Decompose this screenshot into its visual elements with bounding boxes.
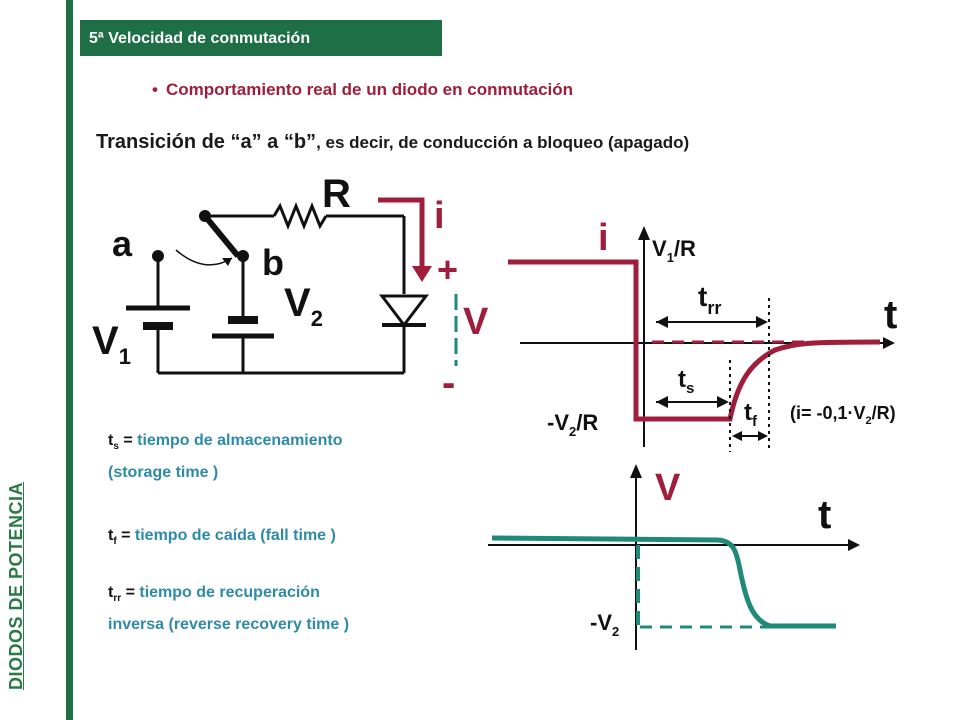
current-trace	[508, 259, 881, 422]
switch-arrowhead-icon	[222, 258, 232, 266]
definition-ts: ts = tiempo de almacenamiento (storage t…	[108, 432, 343, 482]
definition-tf-symbol: tf	[108, 527, 117, 548]
bullet-dot-icon: •	[152, 80, 158, 99]
voltage-plot-y-arrow-icon	[630, 464, 642, 478]
circuit-schematic	[126, 201, 430, 375]
tf-arrowhead-left-icon	[732, 431, 742, 441]
lower-level-label: -V2/R	[547, 410, 598, 439]
definition-trr-text: tiempo de recuperación	[139, 584, 320, 601]
trr-label: trr	[698, 281, 721, 318]
diode-triangle	[378, 294, 430, 328]
node-b-dot	[237, 250, 249, 262]
ts-arrowhead-left-icon	[656, 396, 668, 408]
definition-trr: trr = tiempo de recuperación inversa (re…	[108, 584, 350, 634]
trr-arrowhead-left-icon	[656, 316, 668, 328]
trr-arrowhead-right-icon	[756, 316, 768, 328]
switch-blade	[202, 214, 241, 258]
node-a-dot	[152, 250, 164, 262]
ts-arrowhead-right-icon	[717, 396, 729, 408]
tf-label: tf	[744, 399, 758, 430]
v2-label: V2	[284, 281, 323, 331]
switch-arrow-icon	[175, 249, 233, 266]
left-accent-bar	[66, 0, 73, 720]
voltage-plot-x-label: t	[818, 493, 831, 537]
current-plot-y-arrow-icon	[638, 226, 650, 240]
definition-ts-text-2: (storage time )	[108, 464, 219, 482]
voltage-label: V	[463, 301, 489, 343]
current-plot-x-label: t	[884, 293, 897, 337]
resistor-zigzag	[272, 201, 328, 231]
voltage-plot: V t -V2	[488, 464, 860, 650]
definition-ts-text: tiempo de almacenamiento	[137, 432, 343, 449]
v1-label: V1	[92, 319, 131, 369]
definition-trr-text-2: inversa (reverse recovery time )	[108, 616, 350, 634]
recovery-note: (i= -0,1·V2/R)	[790, 403, 896, 427]
current-plot-x-arrow-icon	[883, 337, 895, 349]
voltage-trace	[491, 535, 836, 629]
current-plot: i t V1/R -V2/R trr ts tf (i= -0,1·V2/R)	[508, 217, 897, 452]
tf-arrowhead-right-icon	[758, 431, 768, 441]
definition-trr-symbol: trr	[108, 584, 122, 605]
current-label: i	[434, 195, 445, 237]
current-arrow-icon	[378, 197, 425, 268]
bullet-text: Comportamiento real de un diodo en conmu…	[165, 80, 574, 99]
definition-tf-text: tiempo de caída (fall time )	[134, 527, 336, 544]
heading-part2: , es decir, de conducción a bloqueo (apa…	[316, 133, 690, 152]
voltage-plot-x-arrow-icon	[848, 539, 860, 551]
definition-tf: tf = tiempo de caída (fall time )	[108, 527, 336, 548]
ts-label: ts	[678, 366, 694, 397]
current-arrowhead-icon	[412, 266, 432, 282]
resistor-label: R	[322, 172, 351, 216]
current-plot-y-label: i	[598, 217, 609, 259]
voltage-plot-y-label: V	[655, 467, 681, 509]
slide-heading: Transición de “a” a “b”, es decir, de co…	[96, 131, 689, 154]
voltage-lower-level-label: -V2	[590, 610, 619, 639]
node-b-label: b	[262, 242, 284, 283]
section-tag: 5ª Velocidad de conmutación	[80, 20, 442, 56]
heading-part1: Transición de “a” a “b”	[96, 131, 317, 153]
upper-level-label: V1/R	[652, 236, 696, 265]
node-a-label: a	[112, 223, 133, 264]
switch-pivot-dot	[199, 210, 211, 222]
plus-sign: +	[437, 249, 458, 290]
definition-ts-symbol: ts	[108, 432, 119, 453]
minus-sign: -	[442, 361, 455, 405]
bullet-item: • Comportamiento real de un diodo en conm…	[152, 80, 573, 100]
